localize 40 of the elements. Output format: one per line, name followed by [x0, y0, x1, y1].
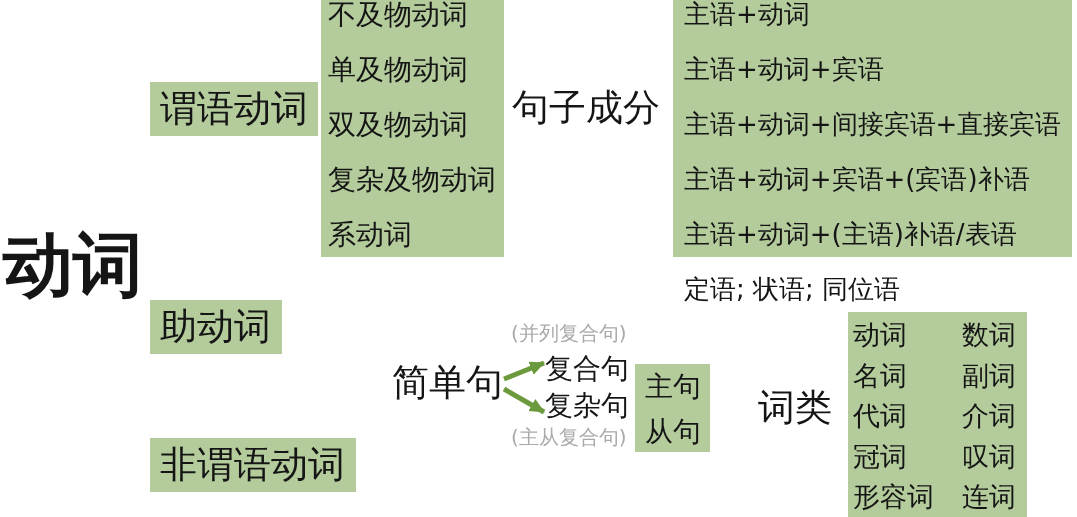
- list-item: 单及物动词: [328, 53, 468, 87]
- annotation-text: (并列复合句): [511, 321, 627, 345]
- topic-text: 简单句: [392, 360, 503, 406]
- arrow: [502, 386, 546, 415]
- heading-text: 词类: [758, 385, 832, 431]
- clause-text: 主句: [645, 370, 701, 404]
- title-text: 动词: [3, 223, 143, 307]
- annotation-text: (主从复合句): [511, 425, 627, 449]
- word-class-text: 代词: [853, 399, 907, 433]
- word-class-text: 叹词: [962, 440, 1016, 474]
- sentence-type-text: 复杂句: [545, 389, 629, 423]
- pattern-text: 主语+动词+宾语+(宾语)补语: [684, 164, 1030, 196]
- sentence-pattern-panel: [673, 0, 1072, 257]
- verb-type-panel: [321, 0, 504, 257]
- word-class-text: 冠词: [853, 440, 907, 474]
- category-tag: 非谓语动词: [150, 438, 356, 492]
- heading-text: 句子成分: [512, 85, 660, 131]
- clause-text: 从句: [645, 415, 701, 449]
- word-class-text: 副词: [962, 359, 1016, 393]
- word-class-text: 名词: [853, 359, 907, 393]
- list-item: 双及物动词: [328, 108, 468, 142]
- category-tag: 谓语动词: [150, 82, 318, 136]
- pattern-text: 主语+动词+间接宾语+直接宾语: [684, 109, 1062, 141]
- word-class-text: 连词: [962, 480, 1016, 514]
- pattern-text: 主语+动词+宾语: [684, 54, 884, 86]
- word-class-panel: [848, 312, 1027, 517]
- word-class-text: 形容词: [853, 480, 934, 514]
- arrow: [503, 360, 545, 382]
- list-item: 不及物动词: [328, 0, 468, 32]
- word-class-text: 数词: [962, 318, 1016, 352]
- list-item: 复杂及物动词: [328, 163, 496, 197]
- pattern-text: 主语+动词+(主语)补语/表语: [684, 219, 1017, 251]
- category-tag: 助动词: [150, 300, 282, 354]
- word-class-text: 介词: [962, 399, 1016, 433]
- word-class-text: 动词: [853, 318, 907, 352]
- note-text: 定语; 状语; 同位语: [684, 274, 901, 306]
- pattern-text: 主语+动词: [684, 0, 810, 31]
- sentence-type-text: 复合句: [545, 352, 629, 386]
- list-item: 系动词: [328, 218, 412, 252]
- clause-panel: [635, 364, 710, 452]
